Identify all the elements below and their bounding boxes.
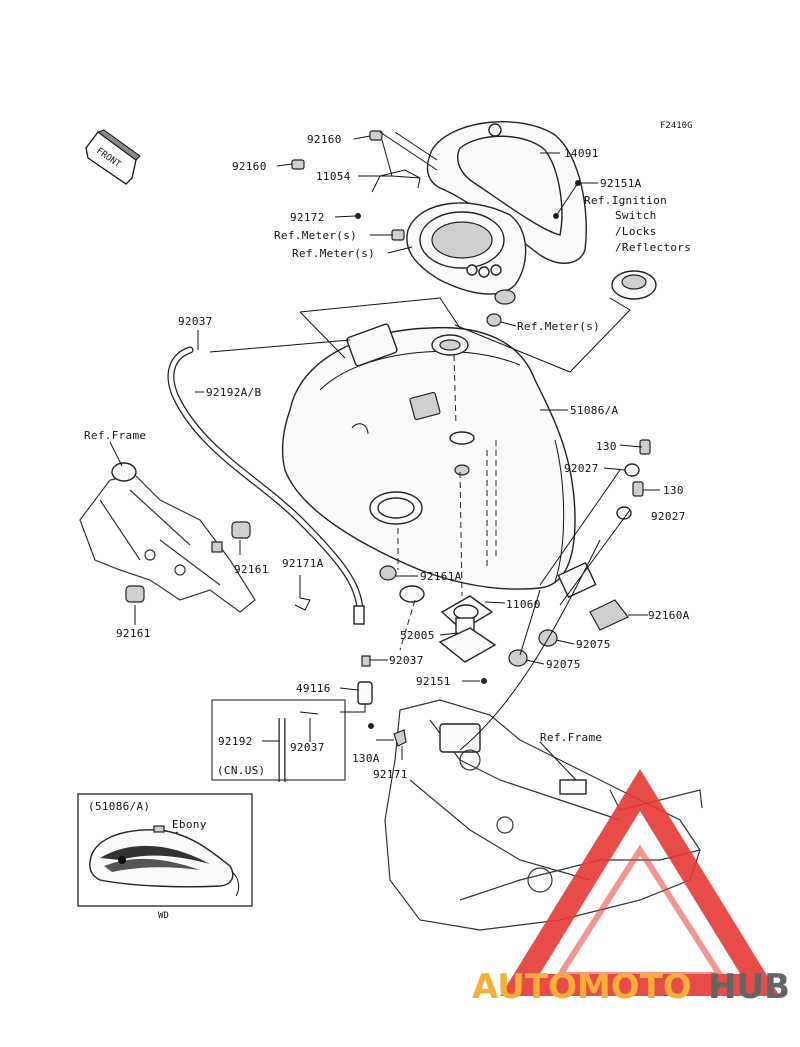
ref-ignition-line4: /Reflectors [615,241,691,254]
grommet-92161A [379,565,397,581]
ref-ignition-line1: Ref.Ignition [584,194,667,207]
callout-92160A: 92160A [648,609,690,622]
front-arrow-icon: FRONT [85,129,141,185]
callout-92075-a: 92075 [576,638,611,651]
meter-cover-part [426,121,587,264]
clip-92171 [393,729,407,747]
bolt-130-b [632,481,644,497]
diagram-code: F2410G [660,121,693,131]
leader-lines [109,131,660,781]
clip-92171A [294,597,311,611]
callout-92037-top: 92037 [178,315,213,328]
ref-frame-right: Ref.Frame [540,731,602,744]
grommet-92160-left [291,159,305,170]
callout-14091: 14091 [564,147,599,160]
breather-tube-part [168,347,363,615]
callout-92172: 92172 [290,211,325,224]
callout-92160-left: 92160 [232,160,267,173]
callout-92192AB: 92192A/B [206,386,261,399]
grommet-92160-top [369,130,383,141]
callout-130A: 130A [352,752,380,765]
fuel-tank-part [281,323,576,590]
callout-130-a: 130 [596,440,617,453]
callout-51086A: 51086/A [570,404,619,417]
callout-92161A: 92161A [420,570,462,583]
dashed-guides [397,354,497,651]
damper-92075-b [508,649,528,667]
callout-92075-b: 92075 [546,658,581,671]
washer-92027-a [624,463,640,477]
bracket-11054 [371,169,421,193]
pad-92160A [589,599,629,631]
triangle-logo-icon [500,769,780,996]
inset-label: Ebony [172,818,207,831]
callout-11060: 11060 [506,598,541,611]
tank-rear-bracket [557,561,597,599]
callout-92027-b: 92027 [651,510,686,523]
callout-labels: 92160 14091 92160 11054 92151A Ref.Ignit… [84,133,691,781]
callout-52005: 52005 [400,629,435,642]
tube-end [353,605,365,625]
callout-130-b: 130 [663,484,684,497]
watermark-logo: AUTOMOTO HUB [472,769,790,1007]
meter-unit-part [406,202,527,305]
callout-11054: 11054 [316,170,351,183]
callout-92037-mid: 92037 [389,654,424,667]
fuel-filter-part [340,655,373,713]
frame-left-part [79,462,256,613]
callout-92160-top: 92160 [307,133,342,146]
inset-code: WD [158,911,169,921]
callout-92171A: 92171A [282,557,324,570]
inset-title: (51086/A) [88,800,150,813]
label-cn-us: (CN.US) [217,764,265,777]
callout-92171: 92171 [373,768,408,781]
ref-meter-1: Ref.Meter(s) [274,229,357,242]
ref-meter-2: Ref.Meter(s) [292,247,375,260]
watermark-part2: HUB [708,967,790,1007]
washer-92027-b [616,506,632,520]
ref-meter-3: Ref.Meter(s) [517,320,600,333]
callout-92151: 92151 [416,675,451,688]
callout-92161-a: 92161 [234,563,269,576]
ref-ignition-line3: /Locks [615,225,657,238]
watermark-part1: AUTOMOTO [472,967,692,1007]
ref-ignition-line2: Switch [615,209,657,222]
grommet-meter-lower [486,313,502,327]
grommet-meter [391,229,405,241]
callout-49116: 49116 [296,682,331,695]
callout-92037-low: 92037 [290,741,325,754]
callout-92192: 92192 [218,735,253,748]
callout-92151A-top: 92151A [600,177,642,190]
inset-ebony-variant: (51086/A) Ebony WD [77,793,253,921]
fuel-pump-part [399,585,497,663]
ref-frame-left: Ref.Frame [84,429,146,442]
ignition-cap-part [611,270,657,300]
callout-92027-a: 92027 [564,462,599,475]
callout-92161-b: 92161 [116,627,151,640]
